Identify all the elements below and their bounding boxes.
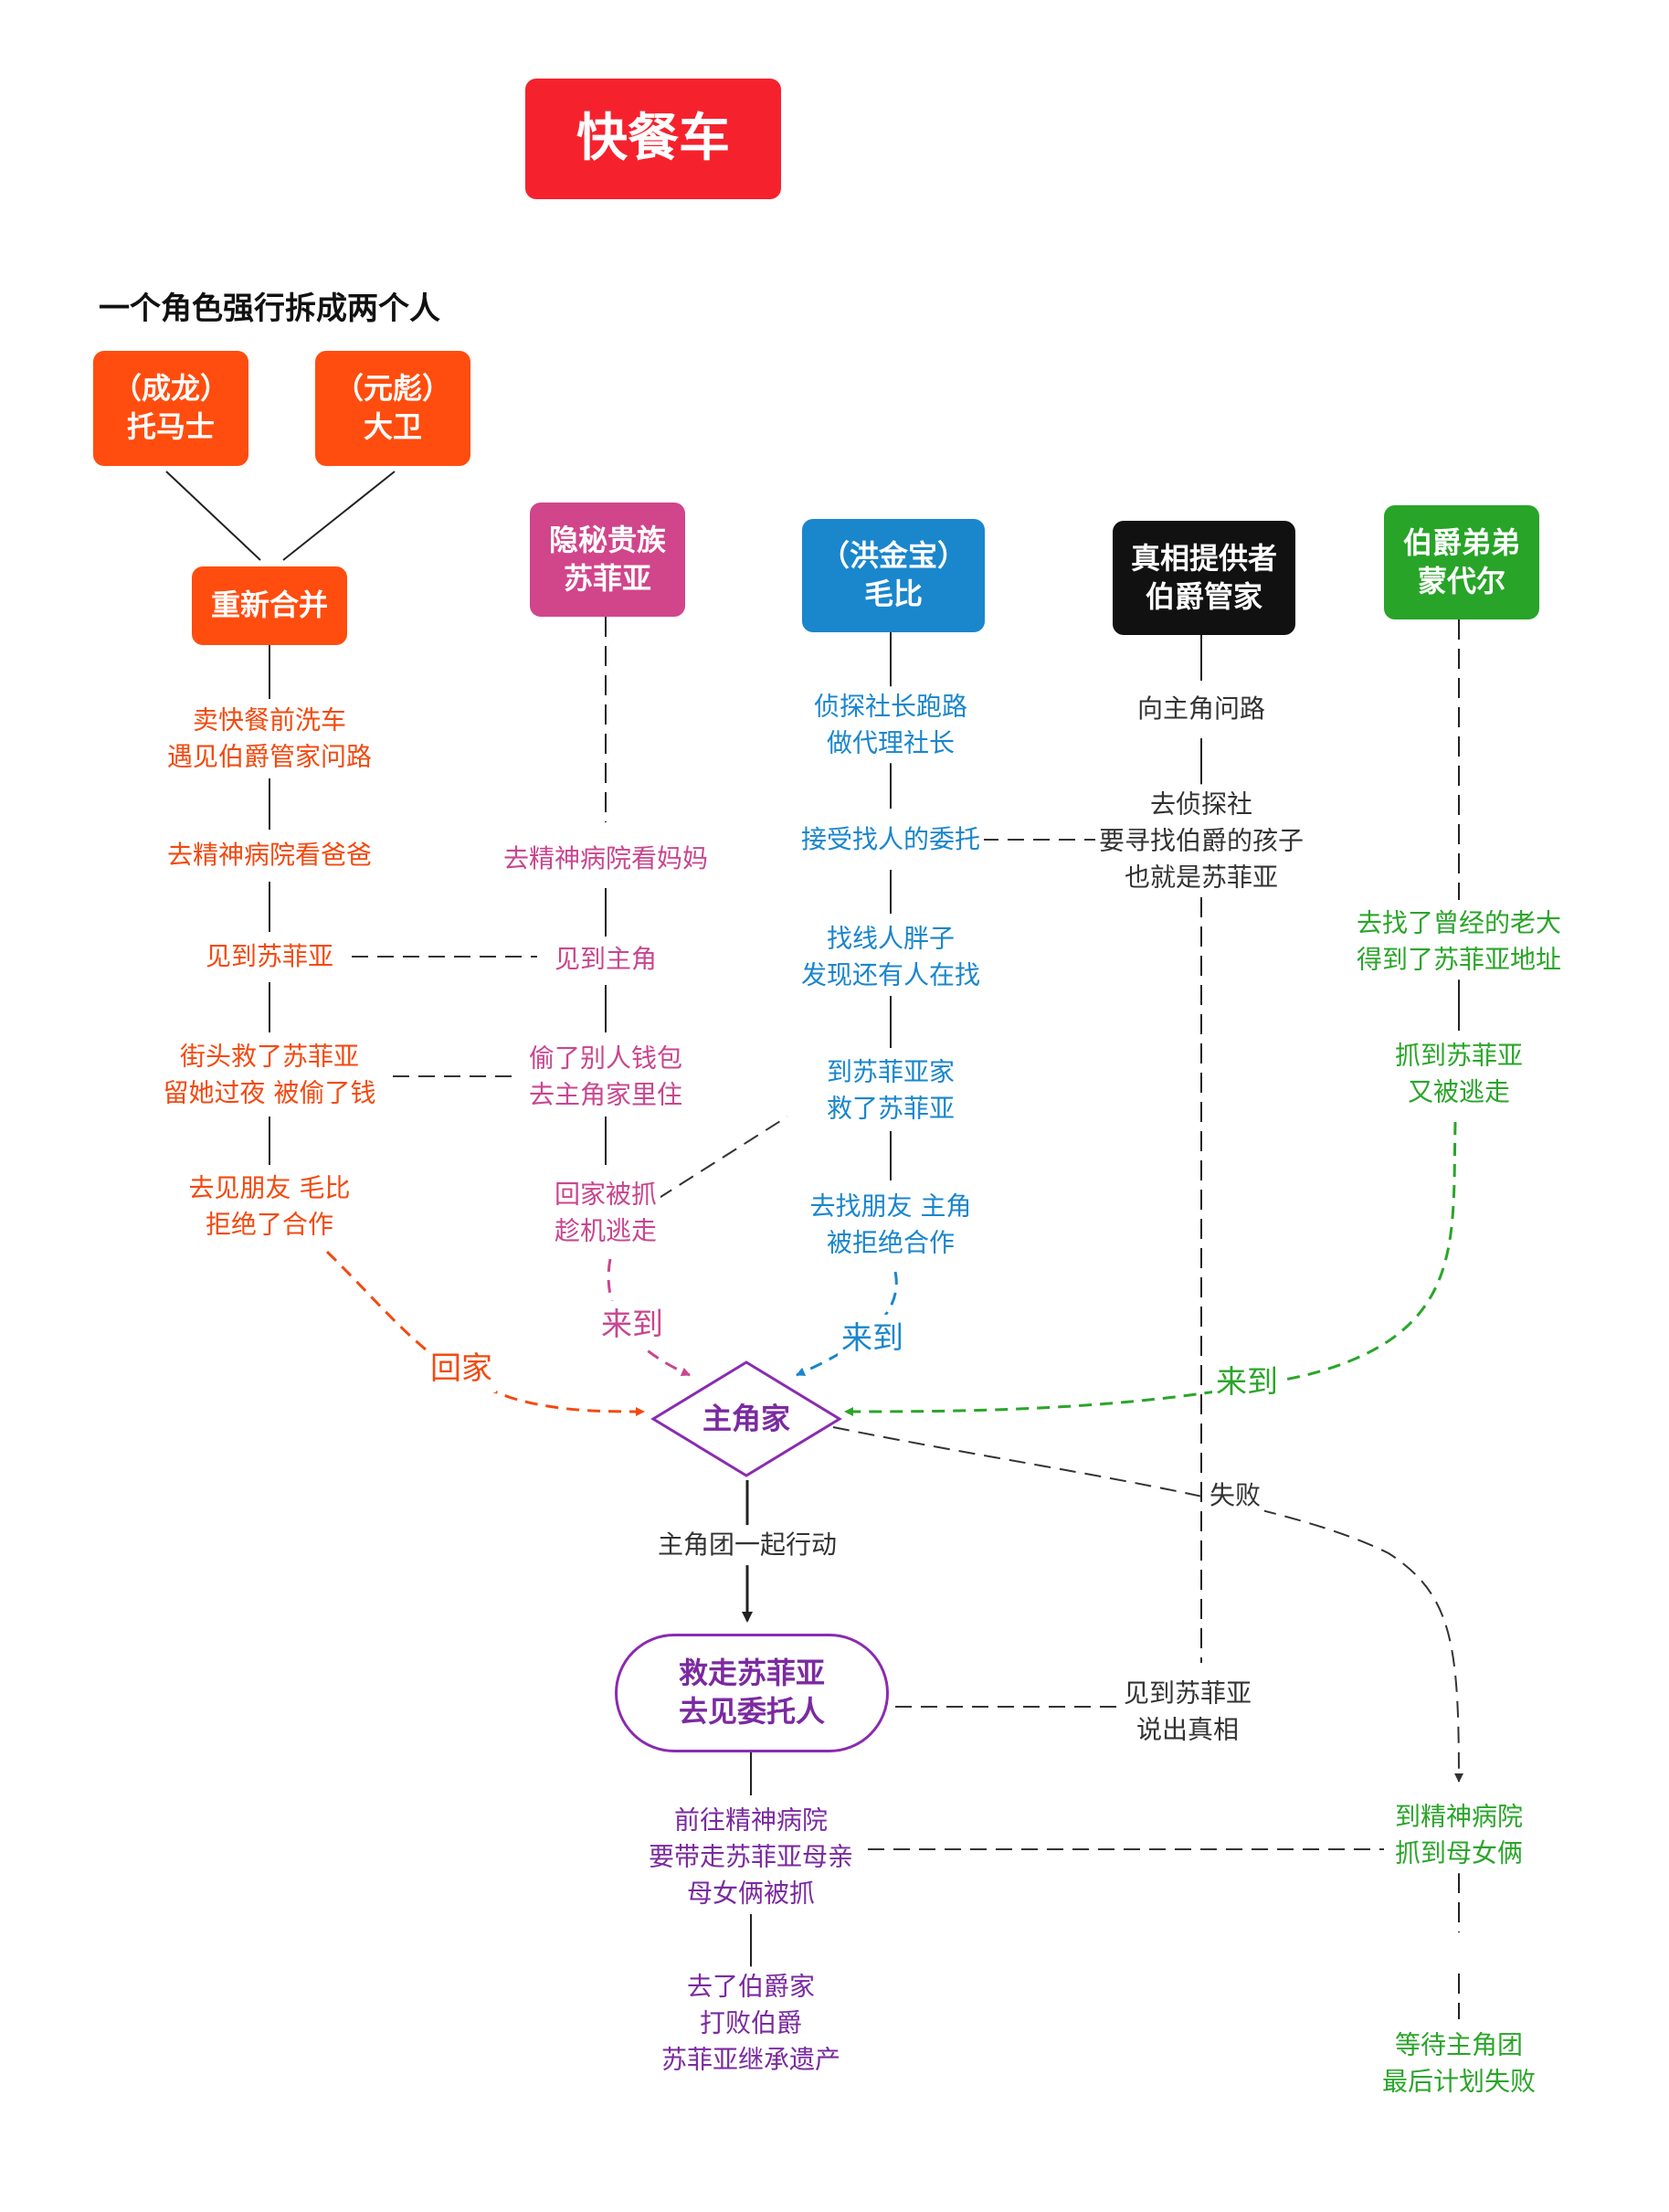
team-step-1: 前往精神病院要带走苏菲亚母亲母女俩被抓 — [644, 1800, 858, 1913]
node-thomas: （成龙） 托马士 — [93, 351, 248, 466]
merge-line-left — [165, 471, 261, 561]
edge-label-pink-come: 来到 — [597, 1300, 667, 1349]
team-step-2: 去了伯爵家打败伯爵苏菲亚继承遗产 — [657, 1966, 845, 2080]
node-moby: （洪金宝） 毛比 — [802, 519, 985, 632]
hero-step-2: 去精神病院看爸爸 — [163, 835, 376, 875]
node-brother: 伯爵弟弟 蒙代尔 — [1384, 505, 1539, 619]
hero-step-5: 去见朋友 毛比拒绝了合作 — [185, 1168, 354, 1244]
moby-step-5: 去找朋友 主角被拒绝合作 — [806, 1186, 976, 1263]
moby-step-1: 侦探社长跑路做代理社长 — [809, 686, 972, 763]
hero-step-1: 卖快餐前洗车遇见伯爵管家问路 — [163, 700, 376, 777]
relation-dashes — [352, 839, 1384, 1850]
title-box: 快餐车 — [525, 79, 781, 199]
node-merge: 重新合并 — [192, 566, 347, 645]
moby-step-2: 接受找人的委托 — [797, 820, 985, 860]
sophia-step-1: 去精神病院看妈妈 — [499, 839, 713, 879]
node-butler: 真相提供者 伯爵管家 — [1113, 521, 1295, 635]
butler-step-1: 向主角问路 — [1133, 689, 1270, 729]
home-label: 主角家 — [702, 1401, 791, 1436]
brother-step-1: 去找了曾经的老大得到了苏菲亚地址 — [1352, 903, 1566, 979]
title-text: 快餐车 — [576, 108, 730, 168]
node-sophia: 隐秘贵族 苏菲亚 — [530, 503, 685, 617]
brother-step-3: 到精神病院抓到母女俩 — [1390, 1796, 1527, 1873]
node-david: （元彪） 大卫 — [315, 351, 470, 466]
sophia-step-3: 偷了别人钱包去主角家里住 — [524, 1038, 687, 1115]
brother-step-4: 等待主角团最后计划失败 — [1378, 2025, 1540, 2101]
arrow-fail — [832, 1426, 1463, 1783]
node-rescue: 救走苏菲亚 去见委托人 — [615, 1634, 889, 1752]
moby-step-3: 找线人胖子发现还有人在找 — [797, 918, 985, 995]
merge-line-right — [282, 471, 396, 561]
sophia-step-4: 回家被抓趁机逃走 — [550, 1174, 661, 1251]
edge-label-act-together: 主角团一起行动 — [653, 1525, 841, 1565]
edge-label-go-home: 回家 — [427, 1344, 496, 1393]
edge-label-blue-come: 来到 — [838, 1314, 907, 1363]
edge-label-fail: 失败 — [1205, 1476, 1265, 1516]
brother-step-2: 抓到苏菲亚又被逃走 — [1390, 1035, 1527, 1112]
moby-step-4: 到苏菲亚家救了苏菲亚 — [822, 1052, 959, 1128]
arrow-pink-come — [607, 1258, 691, 1377]
butler-step-2: 去侦探社要寻找伯爵的孩子也就是苏菲亚 — [1094, 784, 1308, 897]
sophia-step-2: 见到主角 — [550, 939, 661, 979]
hero-step-4: 街头救了苏菲亚留她过夜 被偷了钱 — [159, 1036, 380, 1113]
hero-step-3: 见到苏菲亚 — [201, 937, 338, 977]
arrow-go-home — [325, 1250, 645, 1416]
arrow-green-come — [844, 1121, 1457, 1416]
butler-step-3: 见到苏菲亚说出真相 — [1119, 1673, 1256, 1750]
home-diamond — [650, 1360, 842, 1477]
edge-label-green-come: 来到 — [1212, 1358, 1282, 1407]
subtitle: 一个角色强行拆成两个人 — [99, 291, 440, 327]
